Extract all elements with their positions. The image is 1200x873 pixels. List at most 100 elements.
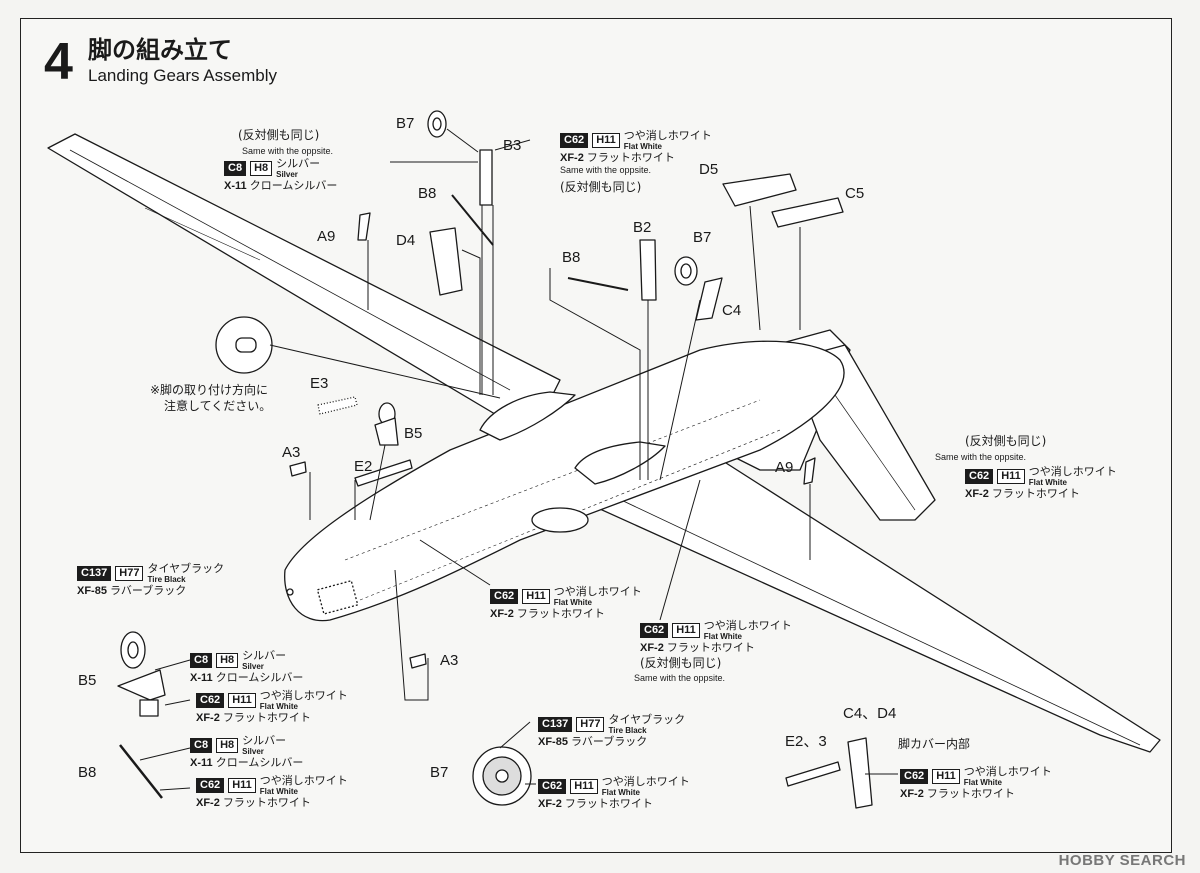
note-same-opposite-en-3: Same with the oppsite.	[935, 452, 1027, 462]
part-label-b7-right: B7	[693, 229, 712, 246]
paint-name-jp: つや消しホワイト	[1028, 465, 1117, 478]
paint-name-en: Tire Black	[147, 575, 186, 584]
paint-code-h: H77	[576, 717, 605, 732]
part-d5	[722, 173, 797, 207]
note-same-opposite-en-1: Same with the oppsite.	[242, 146, 334, 156]
part-label-a3: A3	[282, 444, 301, 461]
note-same-opposite-jp-2: (反対側も同じ)	[560, 180, 642, 194]
xf-name: フラットホワイト	[222, 796, 311, 809]
xf-code: X-11	[224, 180, 247, 192]
paint-code-h: H11	[672, 623, 700, 638]
paint-name-jp: つや消しホワイト	[623, 129, 712, 142]
paint-code-h: H11	[228, 693, 256, 708]
paint-name-en: Flat White	[259, 702, 298, 711]
part-label-b7-detail: B7	[430, 764, 449, 781]
note-gear-cover-interior: 脚カバー内部	[898, 737, 971, 751]
paint-name-jp: つや消しホワイト	[553, 585, 642, 598]
paint-name-en: Flat White	[1028, 478, 1067, 487]
paint-code-c: C8	[190, 653, 213, 668]
paint-code-c: C8	[224, 161, 247, 176]
part-c4	[695, 277, 723, 321]
part-label-e2: E2	[354, 458, 373, 475]
paint-name-en: Flat White	[601, 788, 640, 797]
part-label-a9: A9	[317, 228, 336, 245]
xf-code: XF-2	[490, 608, 514, 620]
xf-name: フラットホワイト	[564, 797, 653, 810]
paint-code-c: C62	[196, 778, 225, 793]
paint-code-c: C137	[77, 566, 112, 581]
part-label-e3: E3	[310, 375, 329, 392]
step-title-en: Landing Gears Assembly	[88, 66, 277, 85]
note-same-opposite-en-4: Same with the oppsite.	[634, 673, 726, 683]
xf-code: XF-2	[196, 712, 220, 724]
paint-name-jp: タイヤブラック	[147, 562, 225, 575]
paint-code-h: H77	[115, 566, 144, 581]
xf-code: XF-2	[965, 488, 989, 500]
paint-name-en: Flat White	[623, 142, 662, 151]
paint-name-jp: つや消しホワイト	[963, 765, 1052, 778]
paint-name-jp: つや消しホワイト	[259, 774, 348, 787]
part-label-b3: B3	[503, 137, 522, 154]
xf-name: ラバーブラック	[110, 584, 187, 597]
paint-code-h: H11	[228, 778, 256, 793]
paint-name-jp: タイヤブラック	[608, 713, 686, 726]
part-label-c5: C5	[845, 185, 865, 202]
part-label-a9-right: A9	[775, 459, 794, 476]
note-attach-direction-1: ※脚の取り付け方向に	[150, 383, 269, 397]
xf-code: XF-85	[538, 736, 568, 748]
note-same-opposite-en-2: Same with the oppsite.	[560, 165, 652, 175]
xf-code: XF-85	[77, 585, 107, 597]
paint-code-h: H11	[570, 779, 598, 794]
paint-code-c: C62	[538, 779, 567, 794]
paint-code-c: C62	[196, 693, 225, 708]
part-label-d5: D5	[699, 161, 719, 178]
left-engine-nacelle	[479, 391, 576, 441]
paint-code-c: C137	[538, 717, 573, 732]
part-label-a3-bottom: A3	[440, 652, 459, 669]
paint-name-en: Silver	[242, 662, 264, 671]
xf-code: XF-2	[196, 797, 220, 809]
xf-name: ラバーブラック	[571, 735, 648, 748]
xf-code: XF-2	[538, 798, 562, 810]
paint-code-h: H8	[216, 738, 239, 753]
xf-name: クロームシルバー	[215, 671, 304, 684]
part-label-b5-detail: B5	[78, 672, 97, 689]
paint-code-h: H8	[216, 653, 239, 668]
paint-name-jp: つや消しホワイト	[601, 775, 690, 788]
fuselage	[284, 340, 845, 622]
note-same-opposite-jp-3: (反対側も同じ)	[965, 434, 1047, 448]
paint-code-c: C62	[490, 589, 519, 604]
xf-code: XF-2	[640, 642, 664, 654]
xf-code: XF-2	[560, 152, 584, 164]
part-label-c4: C4	[722, 302, 742, 319]
part-e3	[317, 396, 358, 415]
part-label-b8: B8	[418, 185, 437, 202]
paint-name-en: Silver	[276, 170, 298, 179]
note-same-opposite-jp-1: (反対側も同じ)	[238, 128, 320, 142]
note-attach-direction-2: 注意してください。	[164, 399, 272, 413]
part-d4	[429, 227, 463, 296]
xf-code: X-11	[190, 672, 213, 684]
xf-name: フラットホワイト	[516, 607, 605, 620]
paint-name-en: Flat White	[703, 632, 742, 641]
xf-code: X-11	[190, 757, 213, 769]
part-label-b2: B2	[633, 219, 652, 236]
paint-code-h: H11	[522, 589, 550, 604]
paint-code-h: H11	[592, 133, 620, 148]
part-c4-d4-cover	[847, 737, 873, 809]
paint-name-en: Flat White	[963, 778, 1002, 787]
paint-code-c: C62	[900, 769, 929, 784]
watermark: HOBBY SEARCH	[1058, 852, 1186, 869]
part-label-b8-detail: B8	[78, 764, 97, 781]
paint-code-h: H8	[250, 161, 273, 176]
